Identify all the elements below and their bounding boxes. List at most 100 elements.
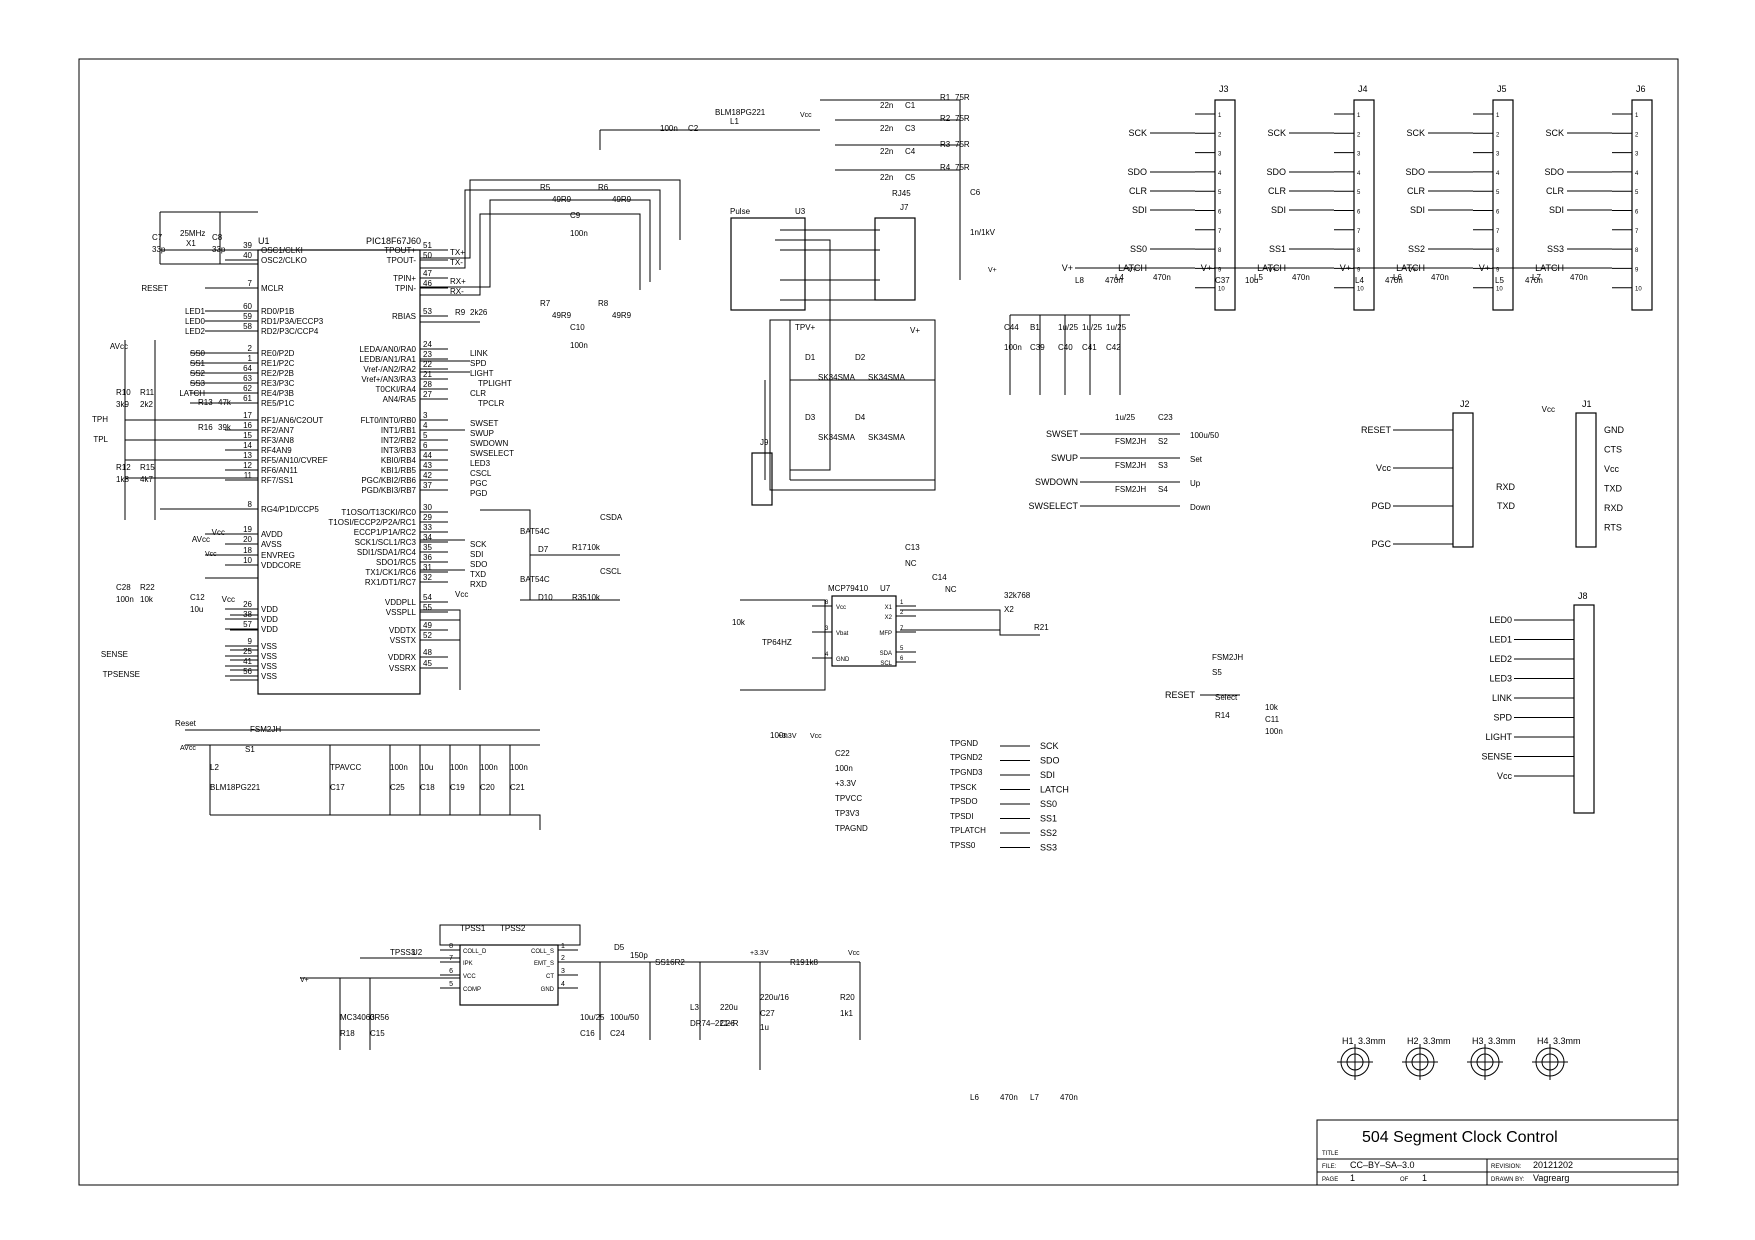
part-annotation: C4 — [905, 147, 916, 156]
mcu-ref: U1 — [258, 236, 270, 246]
mcu-pin-number: 23 — [423, 350, 432, 359]
net-label: SS3 — [1547, 244, 1564, 254]
mcu-pin-number: 16 — [243, 421, 252, 430]
part-annotation: 100n — [480, 763, 498, 772]
hole-ref: H4 — [1537, 1036, 1549, 1046]
j9-body — [751, 452, 773, 506]
mcu-pin-name: SDI1/SDA1/RC4 — [357, 548, 417, 557]
part-annotation: V+ — [910, 326, 920, 335]
mcu-pin-number: 5 — [423, 431, 428, 440]
mcu-pin-number: 21 — [423, 370, 432, 379]
u7-pin-number: 6 — [900, 656, 904, 662]
pin-number: 7 — [1635, 229, 1639, 235]
mcu-pin-name: VSSRX — [389, 664, 417, 673]
mcu-pin-name: ECCP1/P1A/RC2 — [354, 528, 417, 537]
mcu-pin-number: 45 — [423, 659, 432, 668]
pin-number: 7 — [1357, 229, 1361, 235]
part-annotation: L6 — [970, 1093, 979, 1102]
part-annotation: 4k7 — [140, 475, 153, 484]
u7-pin-name: SDA — [880, 651, 892, 657]
mcu-pin-number: 11 — [244, 471, 253, 480]
part-annotation: 470n — [1105, 276, 1123, 285]
pin-number: 8 — [1635, 248, 1639, 254]
part-annotation: NC — [945, 585, 957, 594]
net-label: AVcc — [110, 342, 128, 351]
pin-number: 3 — [1357, 152, 1361, 158]
part-annotation: S5 — [1212, 668, 1222, 677]
mcu-pin-number: 33 — [423, 523, 432, 532]
net-label: LIGHT — [470, 369, 494, 378]
part-annotation: 49R9 — [612, 311, 632, 320]
pin-number: 8 — [1218, 248, 1222, 254]
net-label: SDI — [1549, 205, 1564, 215]
revision-label: REVISION: — [1491, 1164, 1522, 1170]
mcu-pin-name: VDD — [261, 615, 278, 624]
part-annotation: 1u/25 — [1082, 323, 1103, 332]
u7-pin-name: X2 — [885, 615, 893, 621]
mcu-pin-number: 6 — [423, 441, 428, 450]
pin-number: 9 — [1635, 267, 1639, 273]
part-annotation: BLM18PG221 — [210, 783, 261, 792]
hole-size: 3.3mm — [1358, 1036, 1386, 1046]
net-label: V+ — [1062, 263, 1073, 273]
part-annotation: 220u/16 — [760, 993, 789, 1002]
part-annotation: 1u/25 — [1106, 323, 1127, 332]
mcu-pin-number: 29 — [423, 513, 432, 522]
u7-pin-number: 7 — [900, 626, 904, 632]
part-annotation: C8 — [212, 233, 223, 242]
u2-pin-name: EMT_S — [534, 961, 554, 967]
part-annotation: 0R56 — [370, 1013, 390, 1022]
pin-number: 4 — [1218, 171, 1222, 177]
u2-pin-name: COMP — [463, 987, 481, 993]
pin-number: 1 — [1357, 113, 1361, 119]
part-annotation: L1 — [730, 117, 739, 126]
mcu-pin-name: INT1/RB1 — [381, 426, 417, 435]
part-annotation: 220u — [720, 1003, 738, 1012]
mcu-pin-name: Vref+/AN3/RA3 — [361, 375, 416, 384]
part-annotation: 1u/25 — [1115, 413, 1136, 422]
mcu-pin-number: 59 — [243, 312, 252, 321]
mcu-pin-name: RE3/P3C — [261, 379, 295, 388]
part-annotation: TPGND2 — [950, 753, 983, 762]
mcu-pin-name: RF1/AN6/C2OUT — [261, 416, 323, 425]
u7-pin-number: 5 — [900, 646, 904, 652]
part-annotation: U2 — [412, 948, 423, 957]
part-annotation: 100u/50 — [1190, 431, 1219, 440]
mcu-pin-number: 8 — [248, 500, 253, 509]
part-annotation: TPAGND — [835, 824, 868, 833]
mcu-pin-name: T1OSO/T13CKI/RC0 — [341, 508, 416, 517]
part-annotation: L8 — [1075, 276, 1084, 285]
mcu-pin-number: 15 — [243, 431, 252, 440]
part-annotation: 470n — [1385, 276, 1403, 285]
net-label: V+ — [1479, 263, 1490, 273]
part-annotation: 22n — [880, 173, 893, 182]
mcu-pin-number: 28 — [423, 380, 432, 389]
pin-number: 5 — [1635, 190, 1639, 196]
part-annotation: C2 — [688, 124, 699, 133]
part-annotation: L3 — [690, 1003, 699, 1012]
mcu-pin-number: 3 — [423, 411, 428, 420]
part-annotation: FSM2JH — [1115, 437, 1146, 446]
part-annotation: D7 — [538, 545, 549, 554]
part-annotation: 10k — [587, 543, 601, 552]
part-annotation: B1 — [1030, 323, 1040, 332]
net-label: LINK — [1492, 693, 1512, 703]
hole-size: 3.3mm — [1488, 1036, 1516, 1046]
part-annotation: C7 — [152, 233, 163, 242]
net-label: SS1 — [1269, 244, 1286, 254]
part-annotation: 49R9 — [552, 195, 572, 204]
mcu-pin-number: 2 — [248, 344, 253, 353]
part-annotation: SK34SMA — [818, 373, 856, 382]
part-annotation: R14 — [1215, 711, 1230, 720]
part-annotation: 100n — [116, 595, 134, 604]
part-annotation: NC — [905, 559, 917, 568]
part-annotation: C14 — [932, 573, 947, 582]
ethernet-section — [730, 217, 936, 506]
j7-body — [874, 217, 916, 301]
part-annotation: 100n — [450, 763, 468, 772]
mcu-pin-name: T0CKI/RA4 — [376, 385, 417, 394]
